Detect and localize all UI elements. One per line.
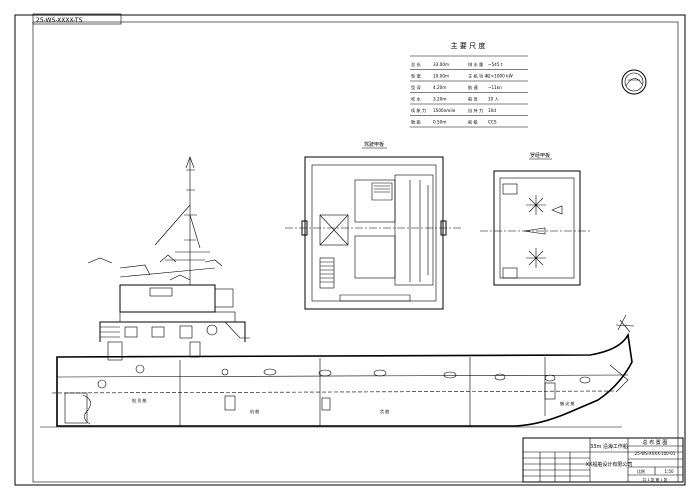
spec-table-cell: ~11kn bbox=[488, 85, 502, 90]
spec-table-cell: 自 持 力 bbox=[468, 107, 483, 114]
deck-plan: 驾驶甲板 bbox=[285, 141, 463, 310]
spec-table-cell: 2×1000 kW bbox=[488, 74, 513, 79]
spec-table-cell: 航 速 bbox=[468, 84, 479, 91]
spec-table-cell: 船 级 bbox=[468, 119, 479, 126]
spec-table-cell: 船 员 bbox=[468, 96, 478, 103]
spec-table-cell: 主 机 功 率 bbox=[468, 73, 489, 80]
spec-table-cell: 吃 水 bbox=[411, 96, 422, 102]
spec-table-cell: 10 人 bbox=[488, 97, 500, 102]
title-block: 33m 沿海工作船 XX船舶设计有限公司 总 布 置 图 25-WS-XXXX-… bbox=[522, 437, 684, 483]
spec-table-title: 主 要 尺 度 bbox=[451, 41, 486, 50]
spec-table-cell: 10d bbox=[488, 108, 496, 113]
top-plan-label: 罗经甲板 bbox=[530, 152, 550, 159]
top-plan: 罗经甲板 bbox=[480, 152, 592, 286]
title-block-scale: 1:50 bbox=[665, 469, 674, 474]
drawing-code-text: 25-WS-XXXX-TS bbox=[36, 17, 83, 24]
spec-table-cell: 型 宽 bbox=[411, 73, 422, 80]
hull-label-cabin: 船 员 舱 bbox=[132, 397, 147, 403]
deck-plan-label: 驾驶甲板 bbox=[364, 141, 384, 148]
spec-table-cell: 4.20m bbox=[433, 85, 446, 90]
drawing-code-box: 25-WS-XXXX-TS bbox=[32, 13, 122, 25]
spec-table-cell: 3.20m bbox=[433, 97, 446, 102]
title-block-drawing-title: 总 布 置 图 bbox=[643, 439, 668, 446]
spec-table-cell: 10.00m bbox=[433, 74, 449, 79]
title-block-project: 33m 沿海工作船 bbox=[590, 443, 628, 450]
spec-table-cell: 33.00m bbox=[433, 62, 449, 67]
spec-table-cell: 续 航 力 bbox=[411, 107, 426, 114]
spec-table-cell: 总 长 bbox=[411, 61, 422, 68]
hull-labels: 船 员 舱 机 舱 货 舱 艏 尖 舱 bbox=[132, 397, 575, 414]
title-block-drawing-number: 25-WS-XXXX-100-01 bbox=[635, 451, 676, 456]
hull-label-fore: 艏 尖 舱 bbox=[560, 400, 575, 406]
hull-label-engine: 机 舱 bbox=[250, 408, 259, 414]
spec-table: 主 要 尺 度 总 长 33.00m 排 水 量 ~545 t 型 宽 10.00m 主 机… bbox=[410, 41, 528, 128]
spec-table-cell: CCS bbox=[488, 120, 497, 125]
spec-table-cell: 型 深 bbox=[411, 84, 421, 91]
title-block-company: XX船舶设计有限公司 bbox=[586, 461, 633, 468]
drawing-frame bbox=[14, 14, 686, 486]
title-block-sheet: 共 1 张 第 1 张 bbox=[643, 477, 668, 482]
spec-table-cell: ~545 t bbox=[488, 62, 503, 67]
company-logo-icon bbox=[621, 69, 647, 95]
spec-table-cell: 肋 距 bbox=[411, 119, 421, 126]
title-block-scale-label: 比例 bbox=[637, 468, 645, 474]
spec-table-cell: 排 水 量 bbox=[468, 61, 483, 68]
profile-view bbox=[40, 156, 635, 428]
spec-table-cell: 0.50m bbox=[433, 120, 446, 125]
spec-table-cell: 1500nmile bbox=[433, 108, 456, 113]
hull-label-hold: 货 舱 bbox=[380, 408, 389, 414]
